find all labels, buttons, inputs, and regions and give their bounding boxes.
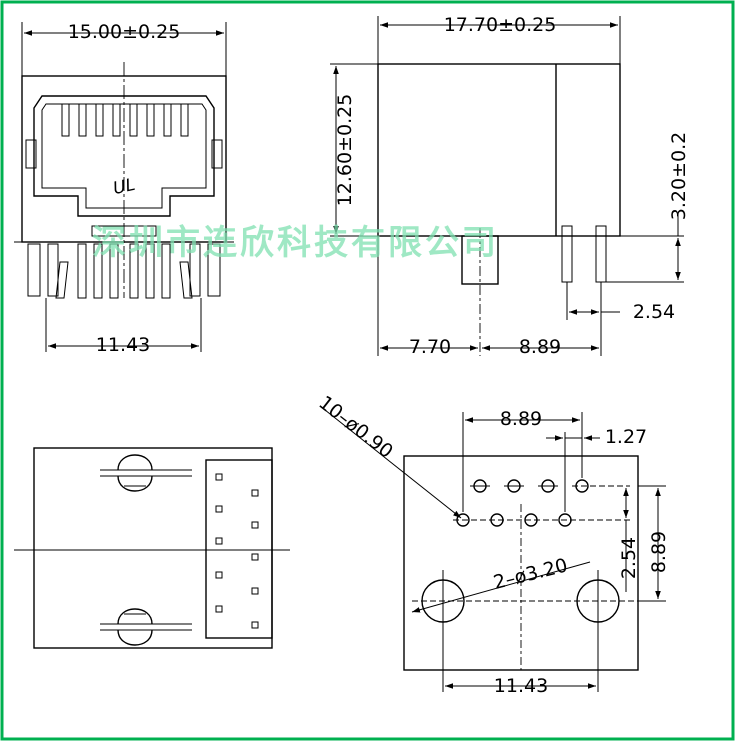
footprint-pin-offset-label: 1.27: [605, 426, 647, 448]
front-width-label: 15.00±0.25: [68, 21, 181, 43]
footprint-row-span-label: 8.89: [500, 408, 542, 430]
top-pin-block: [205, 459, 273, 639]
side-length-label: 17.70±0.25: [444, 14, 557, 36]
side-pin-height-label: 3.20±0.2: [668, 132, 690, 220]
side-view: 17.70±0.25 12.60±0.25 3.20±0.2 2.54 7.7: [330, 14, 690, 358]
company-watermark: 深圳市连欣科技有限公司: [92, 223, 499, 263]
top-pin-squares: [215, 473, 259, 629]
contact-fingers: [61, 103, 189, 137]
top-lock-lower: [100, 608, 192, 646]
side-pin-right: [595, 225, 607, 283]
side-pin-left: [561, 225, 573, 283]
footprint-row-gap-label: 2.54: [618, 537, 640, 579]
side-offset-right-label: 8.89: [519, 336, 561, 358]
pin-holes: [453, 479, 630, 527]
footprint-to-post-label: 8.89: [648, 531, 670, 573]
footprint-post-span-label: 11.43: [494, 675, 548, 697]
front-view: 15.00±0.25 UL: [14, 21, 234, 356]
jack-opening: [33, 95, 215, 217]
side-height-label: 12.60±0.25: [334, 94, 356, 207]
side-pin-pitch-label: 2.54: [633, 301, 675, 323]
footprint-view: 8.89 1.27 2.54 8.89 10–ø0.90 2–ø3.20 11.…: [314, 392, 670, 697]
top-housing: [33, 447, 273, 649]
top-view: UL: [14, 447, 290, 649]
footprint-pin-holes-label: 10–ø0.90: [314, 392, 397, 463]
side-housing: [377, 63, 621, 237]
top-lock-upper: [100, 454, 192, 492]
side-offset-left-label: 7.70: [409, 336, 451, 358]
front-pin-span-label: 11.43: [96, 334, 150, 356]
front-pins: [27, 243, 221, 299]
footprint-post-holes-label: 2–ø3.20: [491, 554, 570, 594]
